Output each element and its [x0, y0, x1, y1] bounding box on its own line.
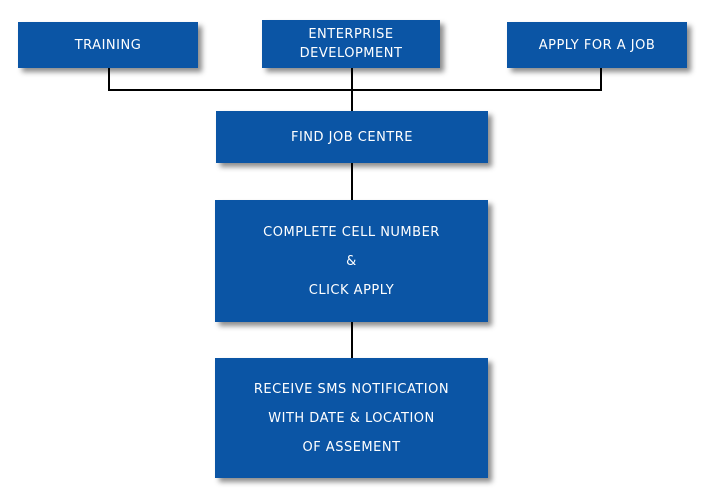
node-label-complete-line3: CLICK APPLY — [308, 282, 395, 298]
node-label-receive-line2: WITH DATE & LOCATION — [268, 410, 435, 426]
node-label-receive-line3: OF ASSEMENT — [302, 439, 401, 455]
connector-line-training-down — [108, 68, 110, 91]
flow-node-training: TRAINING — [18, 22, 198, 68]
node-label-enterprise-line2: DEVELOPMENT — [299, 46, 403, 61]
node-label-find: FIND JOB CENTRE — [291, 129, 413, 145]
connector-line-complete-to-receive — [351, 322, 353, 358]
node-label-apply: APPLY FOR A JOB — [538, 37, 656, 53]
node-label-complete-line1: COMPLETE CELL NUMBER — [263, 224, 440, 240]
flow-node-complete-cell-number: COMPLETE CELL NUMBER & CLICK APPLY — [215, 200, 488, 322]
node-label-receive-line1: RECEIVE SMS NOTIFICATION — [253, 381, 450, 397]
connector-line-find-to-complete — [351, 163, 353, 200]
flow-node-enterprise-development: ENTERPRISE DEVELOPMENT — [262, 20, 440, 68]
node-label-complete-line2: & — [346, 253, 357, 269]
connector-line-apply-down — [600, 68, 602, 91]
node-label-enterprise-line1: ENTERPRISE — [308, 27, 394, 42]
node-label-training: TRAINING — [74, 37, 142, 53]
flow-node-receive-sms-notification: RECEIVE SMS NOTIFICATION WITH DATE & LOC… — [215, 358, 488, 478]
connector-line-horizontal-join — [108, 89, 602, 91]
flow-node-find-job-centre: FIND JOB CENTRE — [216, 111, 488, 163]
flow-node-apply-for-a-job: APPLY FOR A JOB — [507, 22, 687, 68]
